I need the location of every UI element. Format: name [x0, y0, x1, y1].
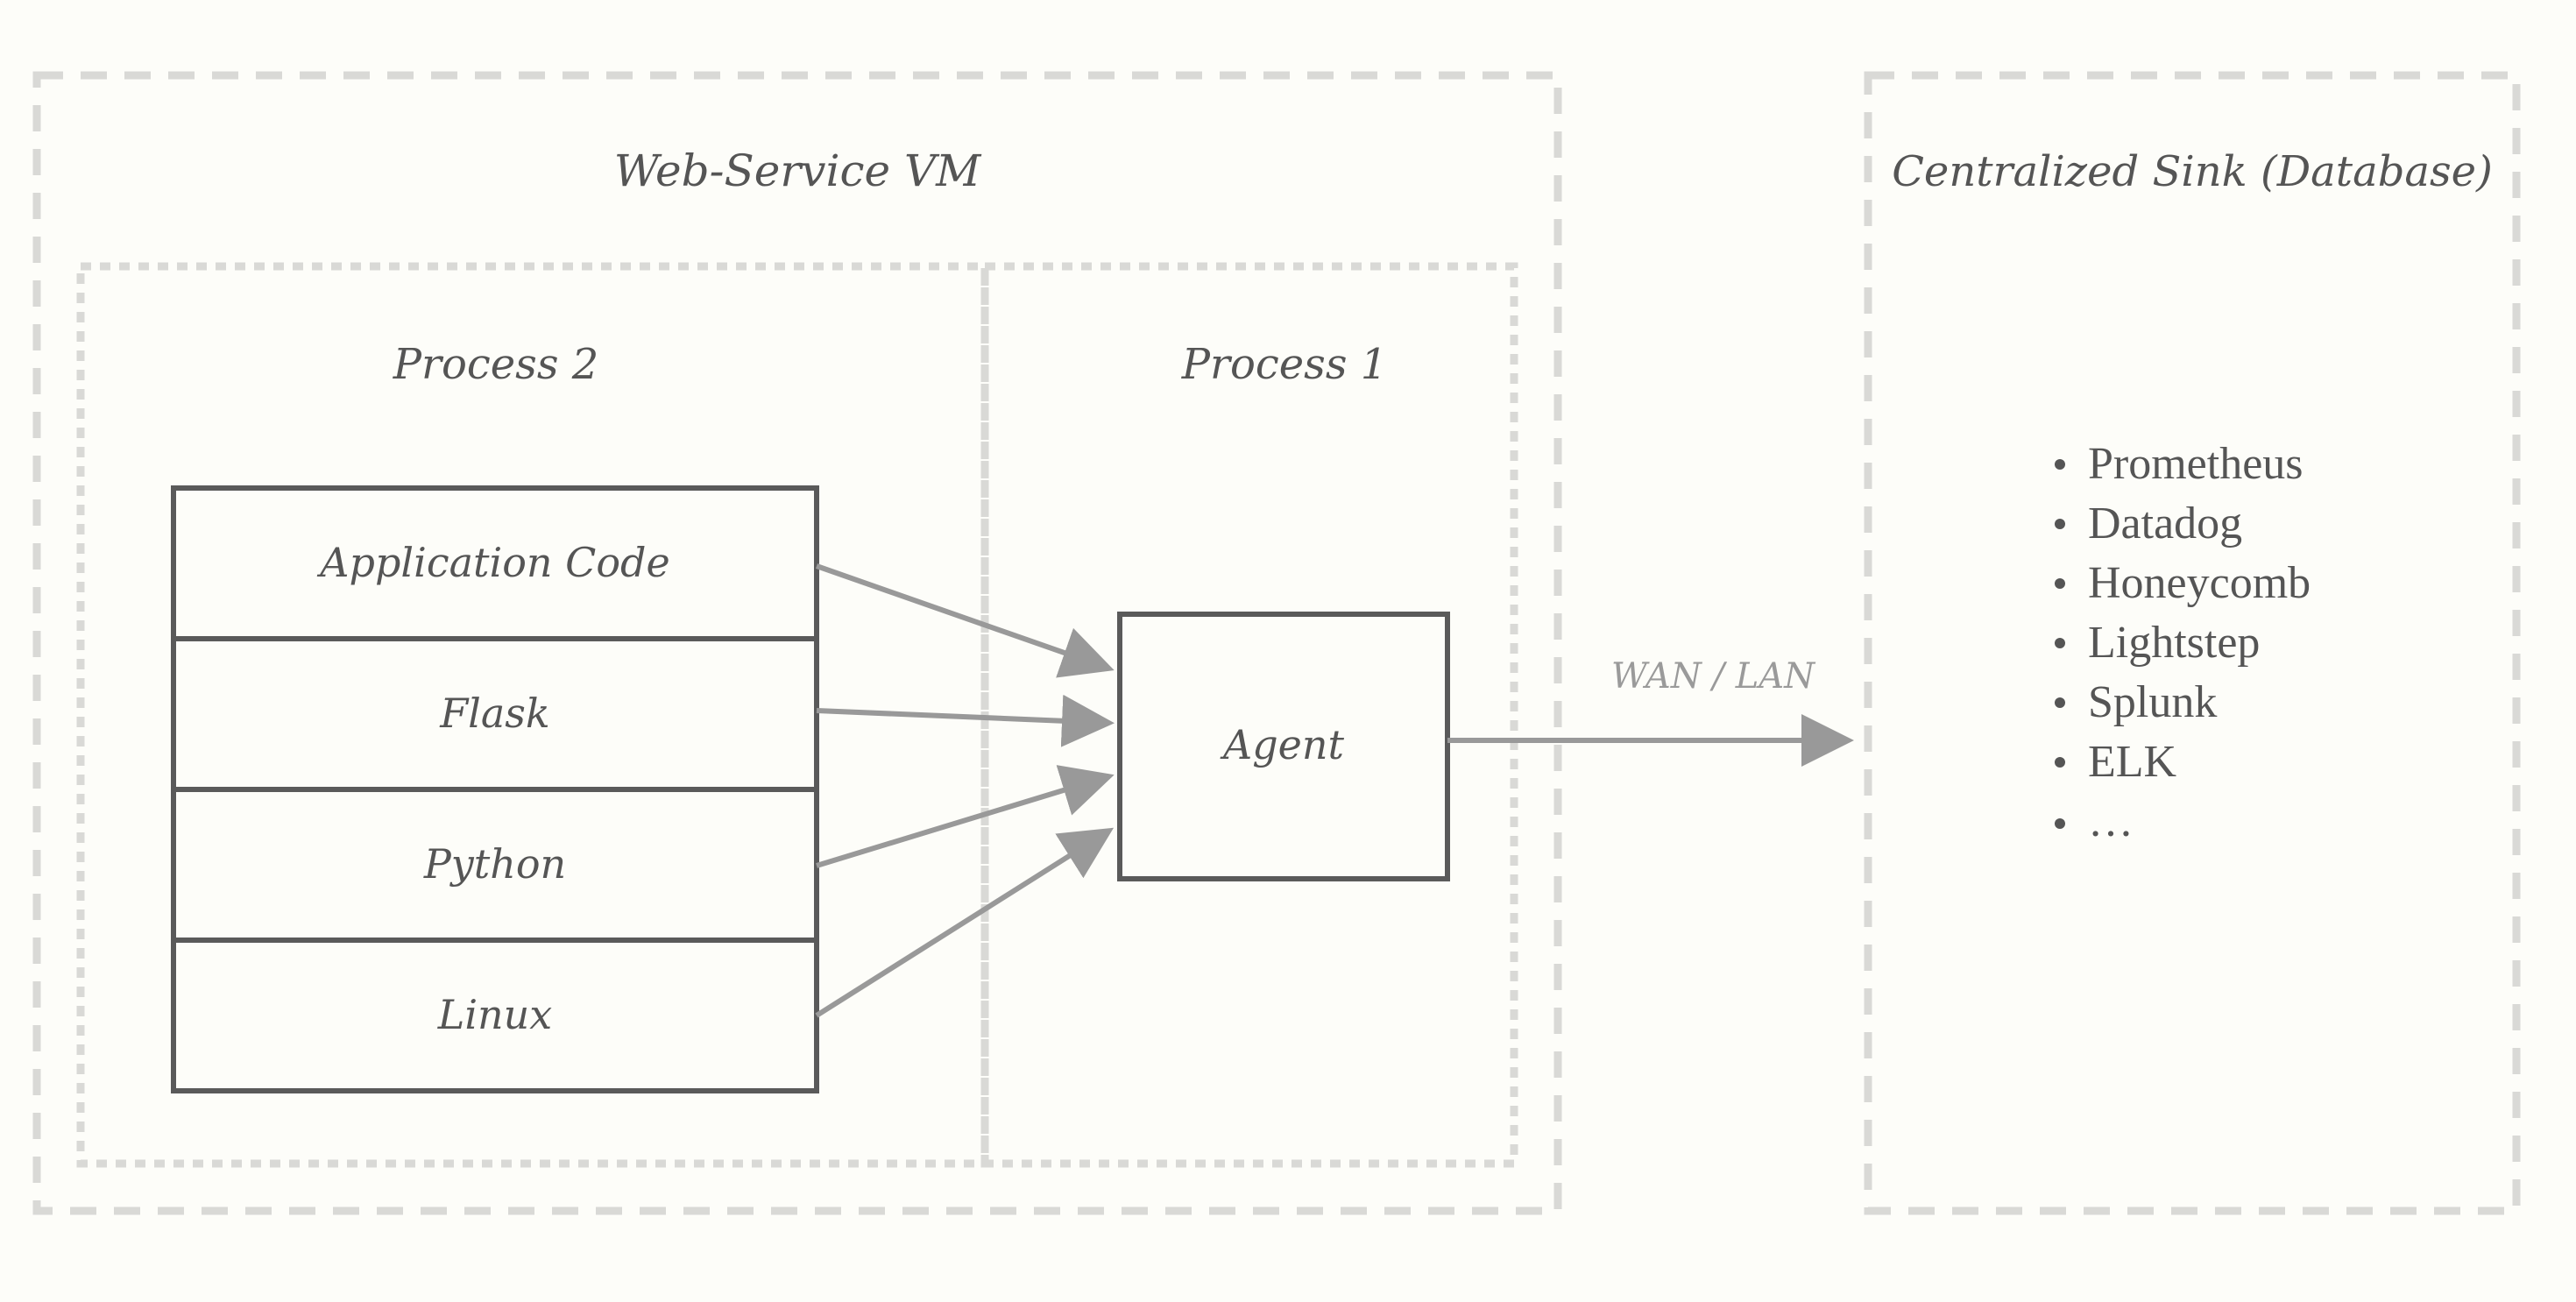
sink-item-label: Splunk: [2088, 677, 2217, 727]
vm-title: Web-Service VM: [614, 145, 982, 196]
sink-list: Prometheus Datadog Honeycomb Lightstep S…: [2055, 439, 2311, 846]
bullet-icon: [2055, 757, 2065, 768]
wan-lan-label: WAN / LAN: [1611, 656, 1816, 697]
agent-label: Agent: [1220, 721, 1345, 768]
arrow-flask-to-agent: [816, 694, 1115, 747]
layer-flask-label: Flask: [439, 690, 550, 737]
sink-item-label: ELK: [2088, 737, 2177, 787]
arrow-application-code-to-agent: [816, 563, 1115, 678]
process1-container: [980, 262, 1518, 1168]
sink-item-label: Prometheus: [2088, 439, 2304, 489]
sink-title: Centralized Sink (Database): [1892, 147, 2493, 196]
layer-application-code-label: Application Code: [316, 539, 669, 586]
bullet-icon: [2055, 638, 2065, 648]
layer-python-label: Python: [423, 840, 566, 888]
list-item: Honeycomb: [2055, 558, 2311, 608]
arrow-python-to-agent: [816, 765, 1115, 868]
bullet-icon: [2055, 818, 2065, 829]
sink-item-label: …: [2088, 796, 2134, 846]
bullet-icon: [2055, 459, 2065, 470]
sink-item-label: Datadog: [2088, 499, 2242, 548]
process2-container: [76, 262, 989, 1168]
sink-item-label: Lightstep: [2088, 618, 2260, 668]
list-item: ELK: [2055, 737, 2177, 787]
agent-box: [1117, 612, 1450, 881]
list-item: Splunk: [2055, 677, 2217, 727]
process1-title: Process 1: [1181, 340, 1388, 389]
sink-container: [1864, 71, 2521, 1215]
arrow-linux-to-agent: [815, 827, 1115, 1018]
sink-item-label: Honeycomb: [2088, 558, 2311, 608]
list-item: Lightstep: [2055, 618, 2260, 668]
process2-title: Process 2: [393, 340, 599, 389]
list-item: Datadog: [2055, 499, 2242, 548]
bullet-icon: [2055, 697, 2065, 708]
layer-stack: Application Code Flask Python Linux: [171, 485, 819, 1093]
list-item: Prometheus: [2055, 439, 2304, 489]
layer-to-agent-arrows: [815, 563, 1115, 1018]
list-item: …: [2055, 796, 2134, 846]
bullet-icon: [2055, 519, 2065, 529]
vm-container: [32, 71, 1562, 1215]
bullet-icon: [2055, 578, 2065, 589]
layer-linux-label: Linux: [437, 991, 553, 1038]
